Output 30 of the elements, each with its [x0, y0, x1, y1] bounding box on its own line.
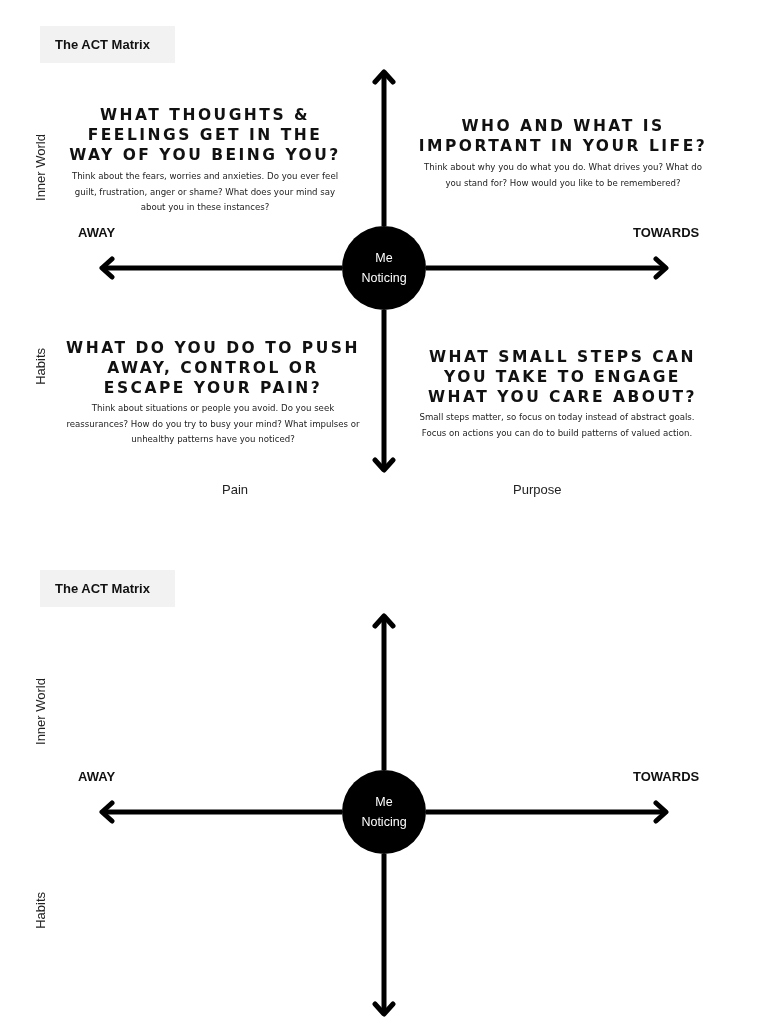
question-heading: WHAT SMALL STEPS CAN YOU TAKE TO ENGAGE WHAT YOU CARE ABOUT? [426, 347, 699, 407]
axis-label: Purpose [513, 482, 562, 497]
arrow [99, 256, 342, 280]
title-banner: The ACT Matrix [40, 570, 175, 607]
axis-label: Inner World [34, 678, 48, 745]
question-heading: WHO AND WHAT IS IMPORTANT IN YOUR LIFE? [417, 116, 709, 156]
prompt-text: Think about the fears, worries and anxieties. Do you ever feel guilt, frustration, anger or shame? What does your mind say about you in these instances? [70, 170, 340, 214]
direction-label: AWAY [78, 769, 116, 784]
center-circle: Me Noticing [342, 226, 426, 310]
center-circle: Me Noticing [342, 770, 426, 854]
prompt-text: Small steps matter, so focus on today instead of abstract goals. Focus on actions you can do to build patterns of valued action. [418, 411, 696, 440]
arrow [372, 854, 396, 1017]
axis-label: Habits [34, 892, 48, 929]
title-banner: The ACT Matrix [40, 26, 175, 63]
axis-label: Pain [222, 482, 249, 497]
arrow [426, 800, 669, 824]
arrow [426, 256, 669, 280]
question-heading: WHAT THOUGHTS & FEELINGS GET IN THE WAY OF YOU BEING YOU? [68, 105, 342, 165]
prompt-text: Think about situations or people you avoid. Do you seek reassurances? How do you try to busy your mind? What impulses or unhealthy patterns have you noticed? [65, 402, 361, 446]
prompt-text: Think about why you do what you do. What drives you? What do you stand for? How would you like to be remembered? [423, 161, 703, 190]
question-heading: WHAT DO YOU DO TO PUSH AWAY, CONTROL OR ESCAPE YOUR PAIN? [65, 338, 361, 398]
arrow [372, 310, 396, 473]
axis-label: Habits [34, 348, 48, 385]
arrow [372, 613, 396, 770]
direction-label: TOWARDS [633, 225, 700, 240]
direction-label: TOWARDS [633, 769, 700, 784]
arrow [372, 69, 396, 226]
arrow [99, 800, 342, 824]
axis-label: Inner World [34, 134, 48, 201]
direction-label: AWAY [78, 225, 116, 240]
